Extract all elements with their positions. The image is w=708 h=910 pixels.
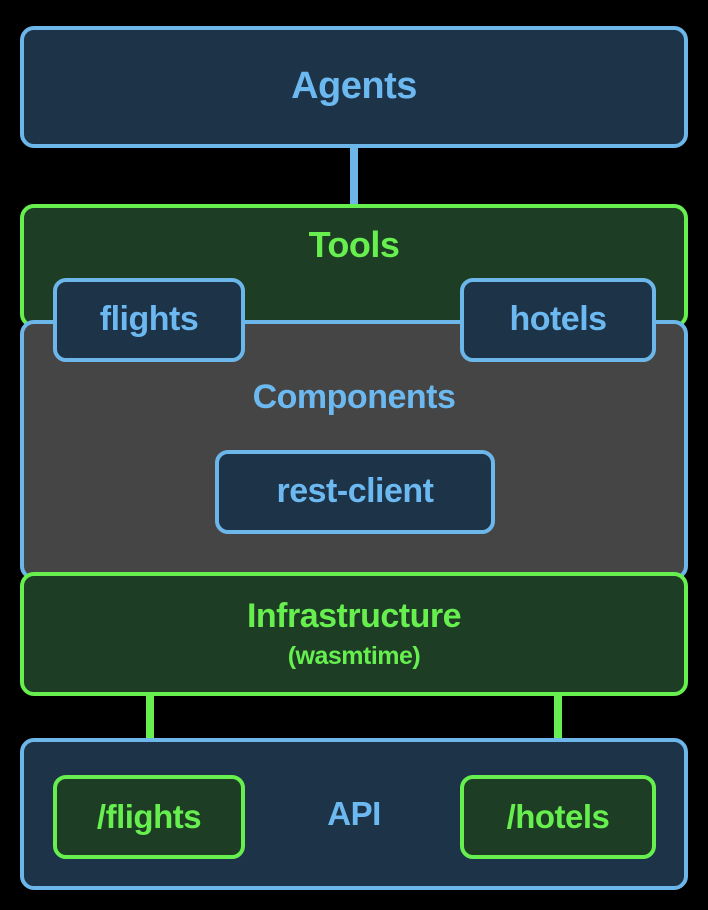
node-tool-hotels-label: hotels [509, 300, 607, 339]
node-tool-flights[interactable]: flights [53, 278, 245, 362]
node-tool-hotels[interactable]: hotels [460, 278, 656, 362]
layer-infrastructure[interactable]: Infrastructure (wasmtime) [20, 572, 688, 696]
connector-infra-to-api-hotels [554, 692, 562, 782]
node-component-rest-client[interactable]: rest-client [215, 450, 495, 534]
node-api-flights[interactable]: /flights [53, 775, 245, 859]
layer-api-label: API [327, 794, 381, 832]
node-api-flights-label: /flights [96, 797, 202, 835]
node-component-rest-client-label: rest-client [276, 472, 435, 511]
node-tool-flights-label: flights [99, 300, 199, 339]
node-api-hotels-label: /hotels [506, 797, 610, 835]
connector-agents-to-tools [350, 146, 358, 206]
layer-components-label: Components [252, 378, 456, 416]
layer-tools-label: Tools [308, 224, 400, 265]
connector-infra-to-api-flights [146, 692, 154, 782]
layer-infrastructure-sublabel: (wasmtime) [287, 641, 421, 670]
node-api-hotels[interactable]: /hotels [460, 775, 656, 859]
layer-agents-label: Agents [291, 65, 417, 108]
layer-infrastructure-label: Infrastructure [246, 597, 462, 636]
layer-agents[interactable]: Agents [20, 26, 688, 148]
